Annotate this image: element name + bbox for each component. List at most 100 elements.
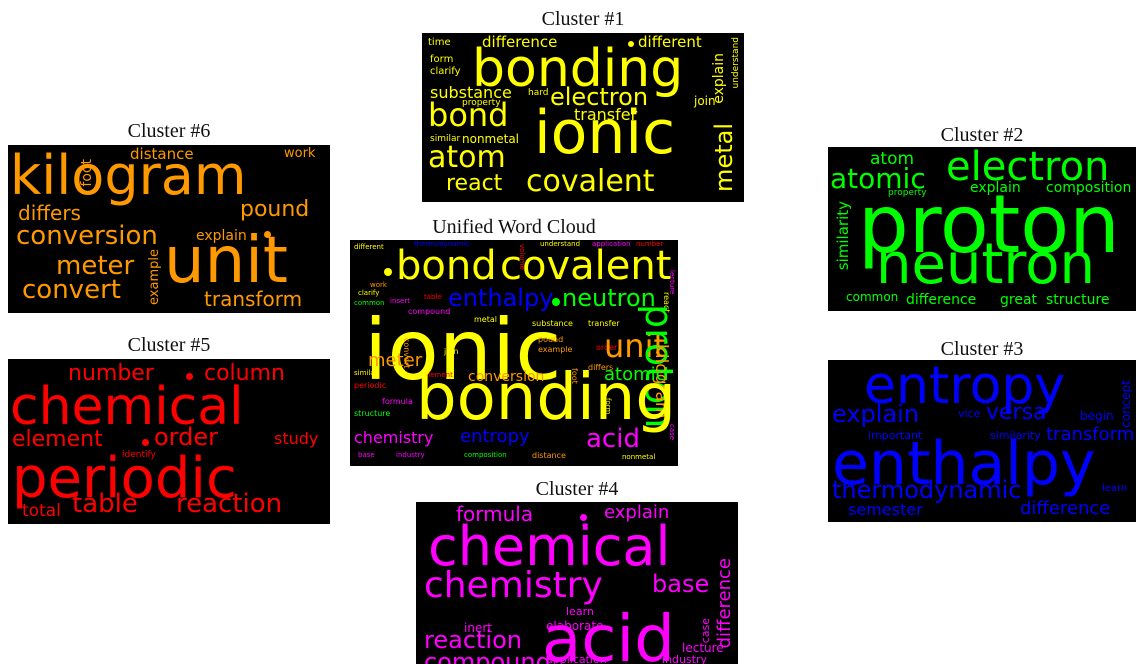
word-understand: understand (731, 37, 741, 89)
word-dot (580, 514, 587, 521)
word-begin: begin (1080, 409, 1114, 423)
word-example: example (538, 345, 573, 354)
word-insert: insert (390, 297, 410, 305)
word-react: react (446, 171, 503, 196)
word-thermodynamic: thermodynamic (414, 240, 470, 248)
word-structure: structure (1046, 292, 1110, 308)
word-bond: bond (396, 243, 497, 289)
word-hard: hard (528, 88, 549, 98)
word-lecture: lecture (682, 641, 724, 655)
cluster-3-word-cloud: entropy explain vice versa begin concept… (828, 360, 1136, 522)
word-entropy: entropy (864, 360, 1066, 416)
word-similar: similar (430, 134, 461, 144)
cluster-3-panel: Cluster #3 entropy explain vice versa be… (828, 338, 1136, 522)
word-transfer: transfer (588, 319, 620, 328)
word-explain: explain (196, 228, 247, 244)
word-vice: vice (958, 407, 981, 420)
word-kilogram: kilogram (651, 344, 671, 419)
word-unit: unit (164, 224, 288, 298)
word-kilogram: kilogram (10, 145, 247, 207)
word-dot (384, 268, 392, 276)
word-compound: compound (424, 648, 551, 664)
word-form: form (430, 54, 454, 65)
word-learn: learn (1102, 483, 1128, 494)
word-nonmetal: nonmetal (462, 132, 520, 146)
word-electron: electron (946, 147, 1110, 190)
word-neutron: neutron (876, 232, 1095, 297)
word-substance: substance (532, 319, 573, 328)
word-explain: explain (604, 502, 670, 523)
word-application: application (592, 240, 631, 248)
word-explain: explain (970, 180, 1021, 196)
word-identify: identify (122, 450, 156, 460)
word-distance: distance (130, 145, 194, 163)
word-foot: foot (79, 159, 95, 187)
word-order: order (154, 423, 218, 451)
word-acid: acid (586, 424, 640, 454)
cluster-6-title: Cluster #6 (127, 120, 211, 142)
word-chemical: chemical (428, 515, 671, 578)
word-transform: transform (204, 287, 303, 311)
word-metal: metal (474, 315, 497, 324)
word-explain: explain (832, 400, 920, 428)
word-distance: distance (532, 451, 566, 460)
word-element: element (12, 427, 103, 452)
word-dot (264, 231, 271, 238)
word-difference: difference (482, 33, 558, 51)
cluster-5-word-cloud: number column chemical element order stu… (8, 359, 330, 524)
word-learn: learn (566, 605, 594, 618)
word-inert: inert (464, 621, 492, 635)
word-dot (186, 373, 193, 380)
word-transfer: transfer (574, 105, 638, 124)
word-convert: convert (402, 338, 411, 369)
word-structure: structure (354, 409, 391, 418)
word-reaction: reaction (176, 489, 283, 519)
word-chemical: chemical (10, 377, 244, 437)
word-formula: formula (382, 397, 413, 406)
word-covalent: covalent (500, 243, 672, 289)
word-compound: compound (408, 307, 451, 316)
word-pound: pound (538, 335, 564, 344)
word-reaction: reaction (424, 626, 522, 654)
word-periodic: periodic (354, 381, 387, 390)
word-react: react (662, 292, 671, 313)
word-column: column (204, 361, 285, 386)
word-bond: bond (428, 96, 509, 134)
word-similarity: similarity (990, 429, 1041, 442)
word-composition: composition (1046, 180, 1132, 196)
word-convert: convert (22, 275, 121, 305)
word-meter: meter (368, 350, 423, 371)
cluster-2-word-cloud: atom electron atomic explain property co… (828, 147, 1136, 311)
word-chemistry: chemistry (354, 428, 434, 447)
word-atomic: atomic (604, 364, 666, 385)
word-unit: unit (604, 327, 666, 365)
unified-title: Unified Word Cloud (432, 216, 596, 238)
word-formula: formula (456, 502, 534, 526)
cluster-6-word-cloud: kilogram distance work foot differs poun… (8, 145, 330, 313)
word-atomic: atomic (830, 162, 926, 195)
word-join: join (444, 347, 459, 356)
word-composition: composition (464, 451, 507, 459)
word-semester: semester (848, 500, 923, 519)
word-neutron: neutron (562, 284, 656, 312)
word-study: study (274, 429, 319, 448)
word-metal: metal (710, 123, 738, 192)
word-base: base (652, 570, 710, 598)
word-periodic: periodic (12, 446, 237, 511)
cluster-2-title: Cluster #2 (940, 124, 1024, 146)
word-ionic: ionic (534, 98, 676, 168)
word-bonding: bonding (472, 39, 684, 99)
word-dot (142, 439, 149, 446)
word-elaborate: elaborate (546, 619, 604, 633)
unified-word-cloud: different thermodynamic understand appli… (350, 240, 678, 466)
cluster-2-panel: Cluster #2 atom electron atomic explain … (828, 124, 1136, 311)
word-differs: differs (588, 363, 614, 372)
word-conversion: conversion (16, 221, 158, 251)
word-industry: industry (396, 451, 425, 459)
word-common: common (846, 290, 899, 304)
word-conversion: conversion (468, 369, 545, 385)
word-work: work (284, 146, 316, 161)
word-lecture: lecture (668, 270, 676, 295)
word-dot (628, 41, 634, 47)
cluster-1-panel: Cluster #1 time difference different und… (422, 8, 744, 202)
